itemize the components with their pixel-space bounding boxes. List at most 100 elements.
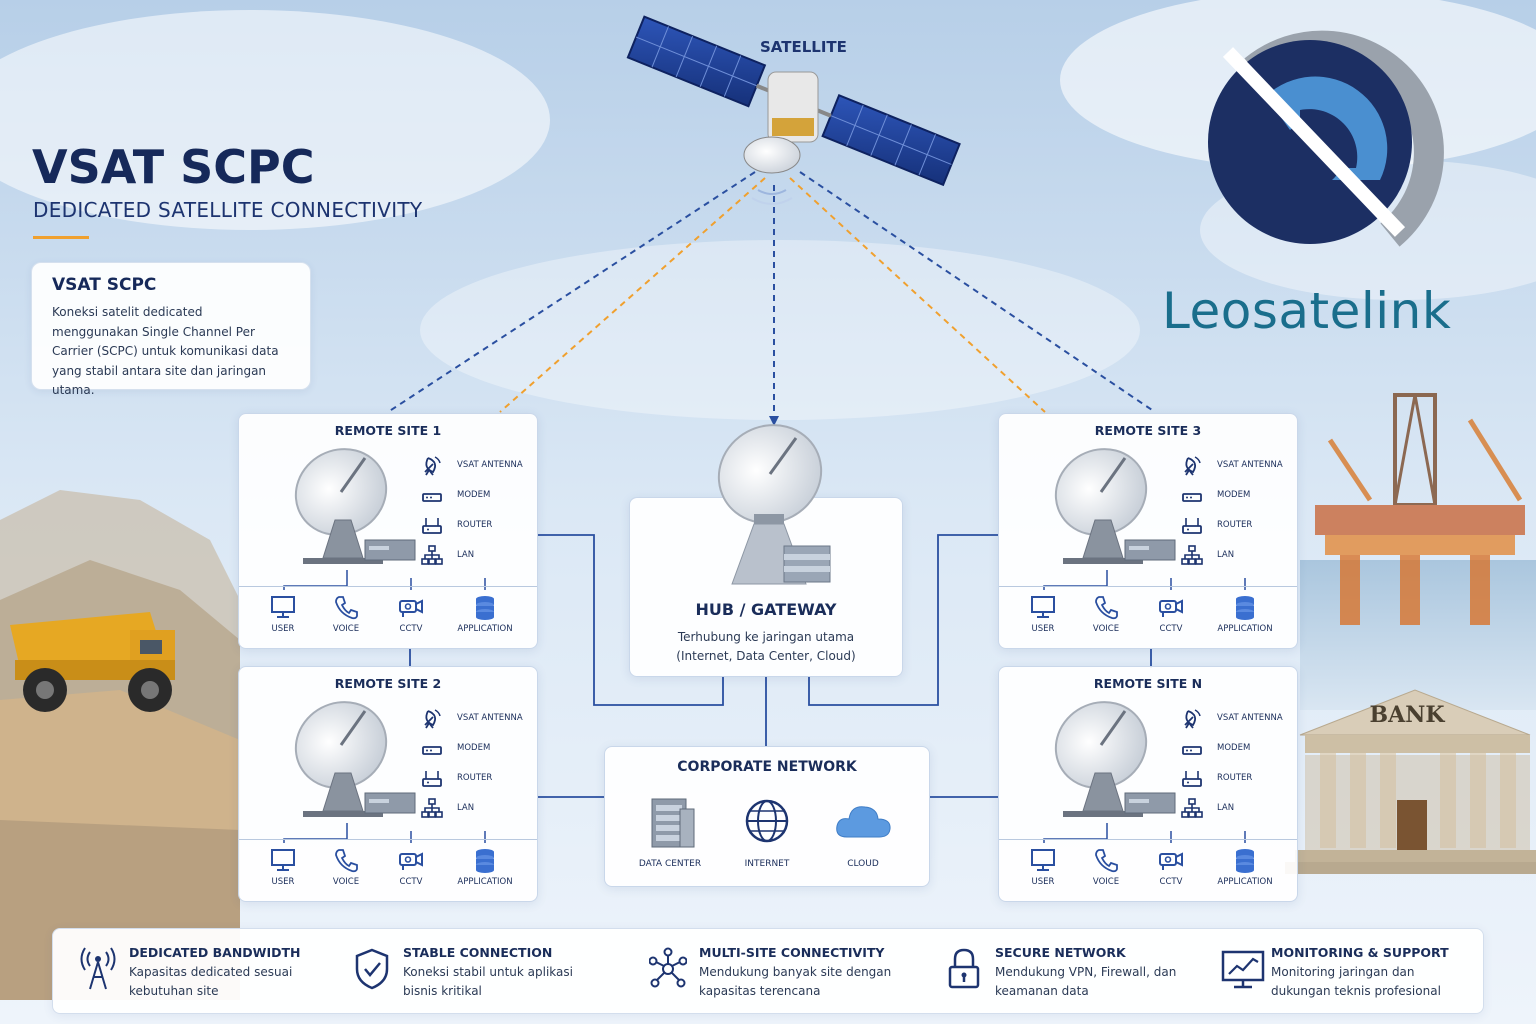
feature-desc: Mendukung banyak site dengan kapasitas t… [699, 965, 892, 998]
dump-truck-illustration [10, 612, 175, 712]
feature-title: SECURE NETWORK [995, 945, 1126, 960]
equipment-label: VSAT ANTENNA [457, 460, 523, 470]
corporate-network-card: CORPORATE NETWORK DATA CENTER INTERNET C… [604, 746, 930, 887]
feature-desc: Koneksi stabil untuk aplikasi bisnis kri… [403, 965, 573, 998]
site-title: REMOTE SITE 2 [334, 676, 442, 691]
equipment-label: VSAT ANTENNA [457, 713, 523, 723]
site-branch-lines [283, 570, 486, 590]
corp-item-label: DATA CENTER [638, 859, 702, 869]
terminal-item: CCTV [381, 847, 441, 887]
equipment-label: VSAT ANTENNA [1217, 713, 1283, 723]
site-divider [239, 839, 537, 840]
terminal-label: USER [271, 624, 295, 634]
user-monitor-icon [271, 849, 295, 871]
equipment-label: MODEM [1217, 743, 1251, 753]
equipment-item: ROUTER [421, 514, 492, 536]
corp-item-internet: INTERNET [719, 795, 815, 869]
database-icon [476, 596, 494, 620]
equipment-label: VSAT ANTENNA [1217, 460, 1283, 470]
equipment-item: ROUTER [421, 767, 492, 789]
corp-item-label: INTERNET [744, 859, 790, 869]
site-title: REMOTE SITE N [1093, 676, 1203, 691]
vsat-antenna-icon [424, 709, 441, 729]
site-branch-lines [1043, 570, 1246, 590]
remote-site-card-n: REMOTE SITE N VSAT ANTENNA MODEM ROUTER LAN U… [998, 666, 1298, 902]
equipment-item: MODEM [421, 737, 490, 759]
vsat-antenna-icon [424, 456, 441, 476]
hub-title: HUB / GATEWAY [695, 600, 837, 619]
satellite-illustration [626, 15, 961, 205]
equipment-label: ROUTER [1217, 773, 1253, 783]
satellite-label: SATELLITE [760, 38, 847, 56]
equipment-item: MODEM [1181, 484, 1250, 506]
user-monitor-icon [271, 596, 295, 618]
site-branch-lines [283, 823, 486, 843]
page-title: VSAT SCPC [32, 140, 315, 194]
vsat-antenna-icon [1184, 456, 1201, 476]
equipment-label: MODEM [457, 490, 491, 500]
vsat-antenna-icon [1184, 709, 1201, 729]
terminal-item: USER [253, 594, 313, 634]
features-bar: DEDICATED BANDWIDTH Kapasitas dedicated … [52, 928, 1484, 1014]
hub-description: Terhubung ke jaringan utama (Internet, D… [630, 628, 902, 666]
hub-dish-icon [717, 424, 831, 585]
site-divider [239, 586, 537, 587]
terminal-item: CCTV [381, 594, 441, 634]
terminal-label: USER [1031, 624, 1055, 634]
terminal-item: VOICE [316, 847, 376, 887]
title-underline [33, 236, 89, 239]
terminal-item: CCTV [1141, 594, 1201, 634]
modem-icon [422, 493, 442, 502]
equipment-item: LAN [1181, 797, 1234, 819]
feature-title: MULTI-SITE CONNECTIVITY [699, 945, 885, 960]
bank-sign: BANK [1370, 702, 1446, 728]
cctv-camera-icon [399, 852, 423, 870]
remote-site-card-2: REMOTE SITE 2 VSAT ANTENNA MODEM ROUTER LAN U… [238, 666, 538, 902]
hub-desc-line1: Terhubung ke jaringan utama [677, 630, 855, 644]
info-card: VSAT SCPC Koneksi satelit dedicated meng… [31, 262, 311, 397]
equipment-label: LAN [457, 803, 475, 813]
lock-icon [948, 948, 980, 989]
oil-rig-illustration [1315, 393, 1525, 625]
terminal-item: APPLICATION [455, 847, 515, 887]
modem-icon [422, 746, 442, 755]
equipment-label: ROUTER [457, 773, 493, 783]
equipment-item: VSAT ANTENNA [1181, 707, 1283, 729]
terminal-label: CCTV [399, 624, 423, 634]
site-title: REMOTE SITE 1 [334, 423, 442, 438]
brand-name: Leosatelink [1162, 282, 1452, 340]
site-divider [999, 839, 1297, 840]
cctv-camera-icon [399, 599, 423, 617]
terminal-label: VOICE [1092, 877, 1120, 887]
terminal-label: APPLICATION [457, 624, 513, 634]
feature-title: DEDICATED BANDWIDTH [129, 945, 301, 960]
hub-gateway-card: HUB / GATEWAY Terhubung ke jaringan utam… [629, 424, 903, 677]
equipment-item: LAN [421, 797, 474, 819]
router-icon [1182, 518, 1202, 534]
lan-icon [421, 798, 443, 818]
router-icon [422, 771, 442, 787]
hub-desc-line2: (Internet, Data Center, Cloud) [676, 649, 856, 663]
equipment-label: LAN [1217, 550, 1235, 560]
feature-title: STABLE CONNECTION [403, 945, 553, 960]
feature-desc: Mendukung VPN, Firewall, dan keamanan da… [995, 965, 1177, 998]
corporate-title: CORPORATE NETWORK [677, 759, 857, 775]
equipment-item: LAN [421, 544, 474, 566]
router-icon [422, 518, 442, 534]
equipment-label: MODEM [457, 743, 491, 753]
antenna-icon [80, 947, 116, 990]
terminal-item: APPLICATION [1215, 847, 1275, 887]
user-monitor-icon [1031, 596, 1055, 618]
terminal-item: USER [1013, 847, 1073, 887]
terminal-item: APPLICATION [1215, 594, 1275, 634]
terminal-item: USER [253, 847, 313, 887]
lan-icon [1181, 545, 1203, 565]
terminal-label: CCTV [399, 877, 423, 887]
terminal-item: USER [1013, 594, 1073, 634]
database-icon [1236, 596, 1254, 620]
equipment-item: LAN [1181, 544, 1234, 566]
server-rack-icon [651, 798, 695, 848]
site-dish-icon [294, 448, 416, 564]
